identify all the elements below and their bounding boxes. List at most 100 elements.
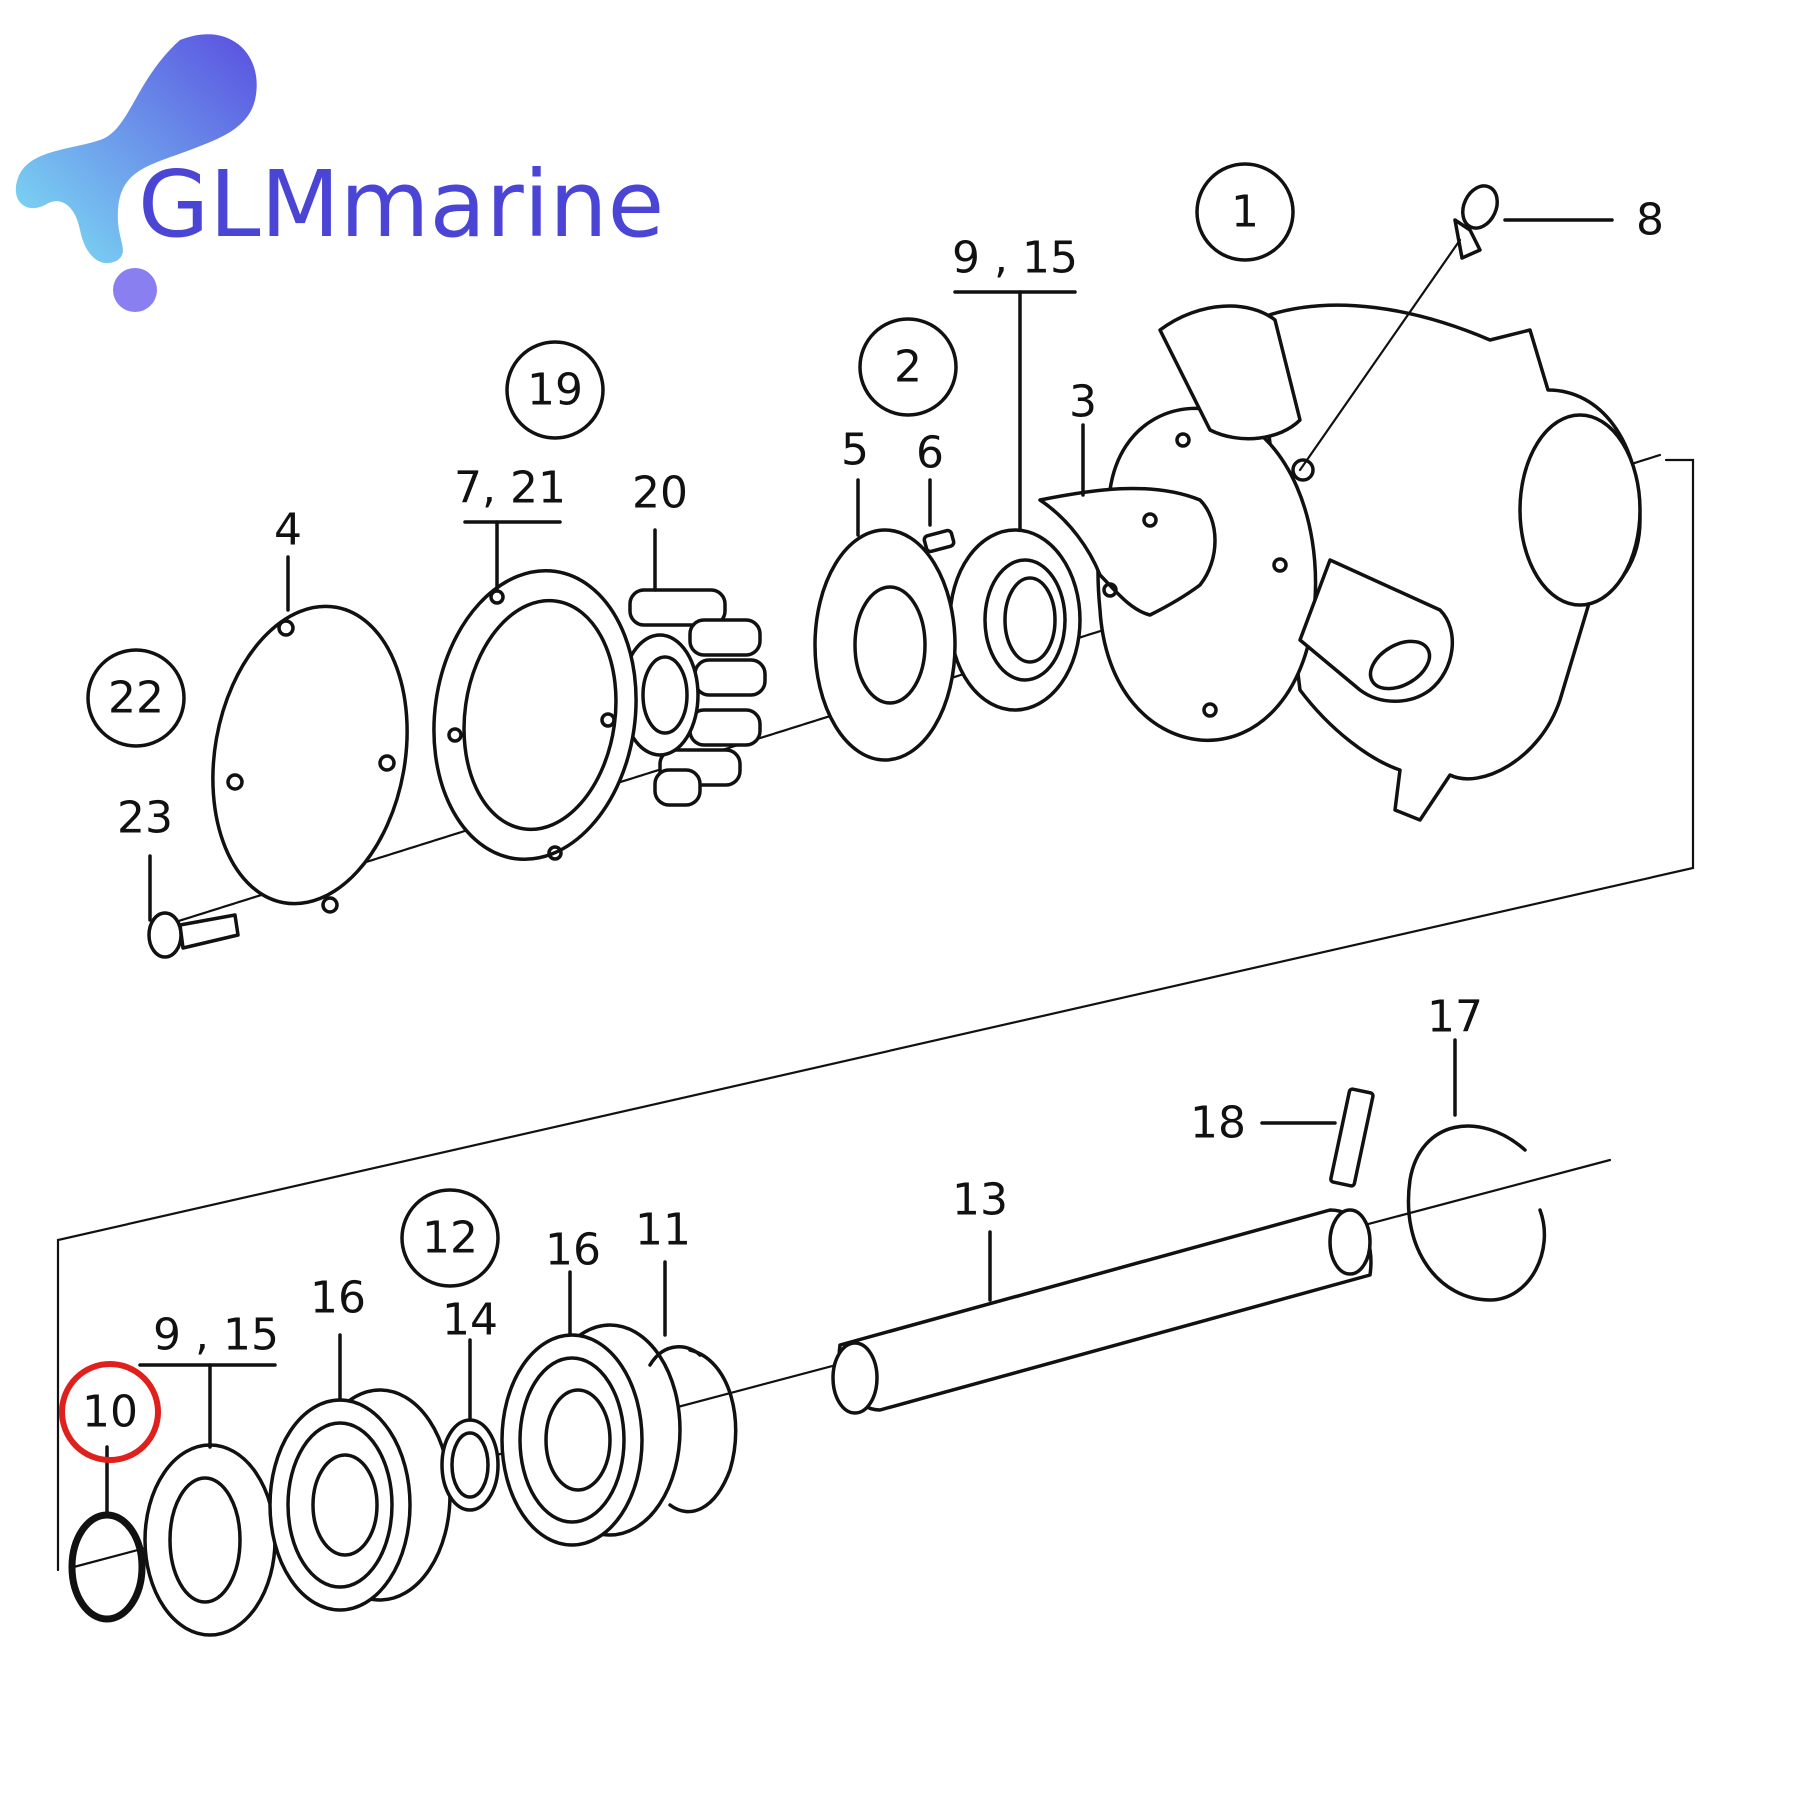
impeller-bore	[641, 655, 689, 735]
cover-bolt-hole	[378, 754, 396, 772]
flange-bolt-hole	[1102, 582, 1118, 598]
bearing-left-face	[268, 1398, 412, 1612]
plain-callouts: 8 9 , 15 3 5 6 7, 21 20 4 23 17 18 13 11…	[117, 195, 1664, 1361]
flange-bolt-hole	[1202, 702, 1218, 718]
logo-splash-shape	[15, 34, 257, 264]
spacer-14	[440, 1418, 500, 1512]
gasket-7-21	[432, 568, 638, 862]
key-18	[1329, 1087, 1375, 1188]
logo-droplet	[113, 268, 157, 312]
label-9-15-top: 9 , 15	[952, 233, 1078, 284]
impeller-vane	[693, 658, 767, 697]
screw-23-head	[147, 911, 183, 959]
impeller-vane	[688, 708, 762, 747]
circled-callouts: 1 2 19 22 12 10	[59, 162, 1295, 1463]
end-cover-plate	[211, 604, 409, 906]
shaft-body	[837, 1208, 1373, 1412]
bearing-16-left	[268, 1388, 452, 1612]
mount-bolt	[1291, 458, 1315, 482]
label-6: 6	[916, 428, 944, 479]
brand-name: GLMmarine	[138, 151, 664, 258]
brand-logo: GLMmarine	[15, 34, 664, 312]
label-13: 13	[952, 1175, 1008, 1226]
label-16-left: 16	[310, 1273, 366, 1324]
label-14: 14	[442, 1295, 498, 1346]
highlight-circle-10	[59, 1361, 161, 1463]
label-11: 11	[635, 1205, 691, 1256]
callout-circle-12	[400, 1188, 500, 1288]
cover-bolt-hole	[277, 619, 295, 637]
callout-circle-19	[505, 340, 605, 440]
wear-plate-bore	[853, 585, 927, 705]
callout-19: 19	[527, 365, 583, 416]
bearing-right-face	[500, 1333, 644, 1547]
circlip-11	[648, 1345, 738, 1514]
callout-2: 2	[894, 342, 922, 393]
seal-9-15-bottom	[143, 1443, 277, 1637]
callout-circle-22	[86, 648, 186, 748]
end-cover-4	[211, 604, 409, 914]
frame-outline	[56, 458, 1695, 1572]
label-3: 3	[1069, 377, 1097, 428]
spacer-inner	[450, 1431, 490, 1499]
gasket-inner	[462, 598, 618, 832]
shaft-end-left	[831, 1341, 879, 1415]
housing-outlet-pipe	[1158, 304, 1302, 441]
label-9-15-bottom: 9 , 15	[153, 1310, 279, 1361]
flange-bolt-hole	[1175, 432, 1191, 448]
callout-circle-1	[1195, 162, 1295, 262]
gasket-bolt-hole	[600, 712, 616, 728]
bearing-left-bore	[311, 1453, 379, 1557]
wear-plate-outer	[813, 528, 957, 762]
seal-bore	[1003, 576, 1057, 664]
screw-23-thread	[178, 913, 240, 950]
label-8: 8	[1636, 195, 1664, 246]
impeller-vane	[688, 618, 762, 657]
cover-bolt-hole	[226, 773, 244, 791]
seal-9-15-top	[948, 528, 1082, 712]
label-17: 17	[1427, 992, 1483, 1043]
screw-thread	[1453, 218, 1482, 260]
seal-inner-ring	[983, 558, 1067, 682]
screw-8-leader	[1298, 238, 1462, 472]
leader-lines	[105, 290, 1457, 1517]
seal-bottom-bore	[168, 1476, 242, 1604]
callout-12: 12	[422, 1213, 478, 1264]
callout-10: 10	[82, 1387, 138, 1438]
callout-circle-2	[858, 317, 958, 417]
shaft-end-right	[1328, 1208, 1372, 1276]
callout-22: 22	[108, 673, 164, 724]
o-ring-10	[68, 1511, 146, 1623]
bearing-right-bore	[544, 1388, 612, 1492]
gasket-bolt-hole	[447, 727, 463, 743]
label-16-right: 16	[545, 1225, 601, 1276]
label-5: 5	[841, 425, 869, 476]
screw-23	[147, 911, 240, 959]
label-18: 18	[1190, 1098, 1246, 1149]
pin-6	[922, 528, 956, 554]
housing-inlet-opening	[1368, 639, 1432, 691]
gasket-bolt-hole	[547, 845, 563, 861]
label-4: 4	[274, 505, 302, 556]
bearing-16-right	[500, 1323, 682, 1547]
bearing-right-race	[518, 1356, 626, 1524]
snap-ring-17	[1406, 1124, 1547, 1302]
flange-bolt-hole	[1142, 512, 1158, 528]
label-23: 23	[117, 793, 173, 844]
housing-back-hub	[1518, 413, 1642, 607]
screw-head	[1461, 184, 1499, 230]
label-7-21: 7, 21	[454, 463, 566, 514]
impeller-20	[620, 588, 767, 807]
wear-plate-5	[813, 528, 957, 762]
cam-plate	[1038, 486, 1217, 617]
bearing-left-race	[286, 1421, 394, 1589]
pump-housing	[1038, 303, 1642, 822]
shaft-13	[831, 1208, 1373, 1415]
seal-bottom-outer	[143, 1443, 277, 1637]
impeller-vane	[653, 768, 702, 807]
screw-8	[1298, 184, 1614, 472]
impeller-vane	[628, 588, 727, 627]
label-20: 20	[632, 468, 688, 519]
